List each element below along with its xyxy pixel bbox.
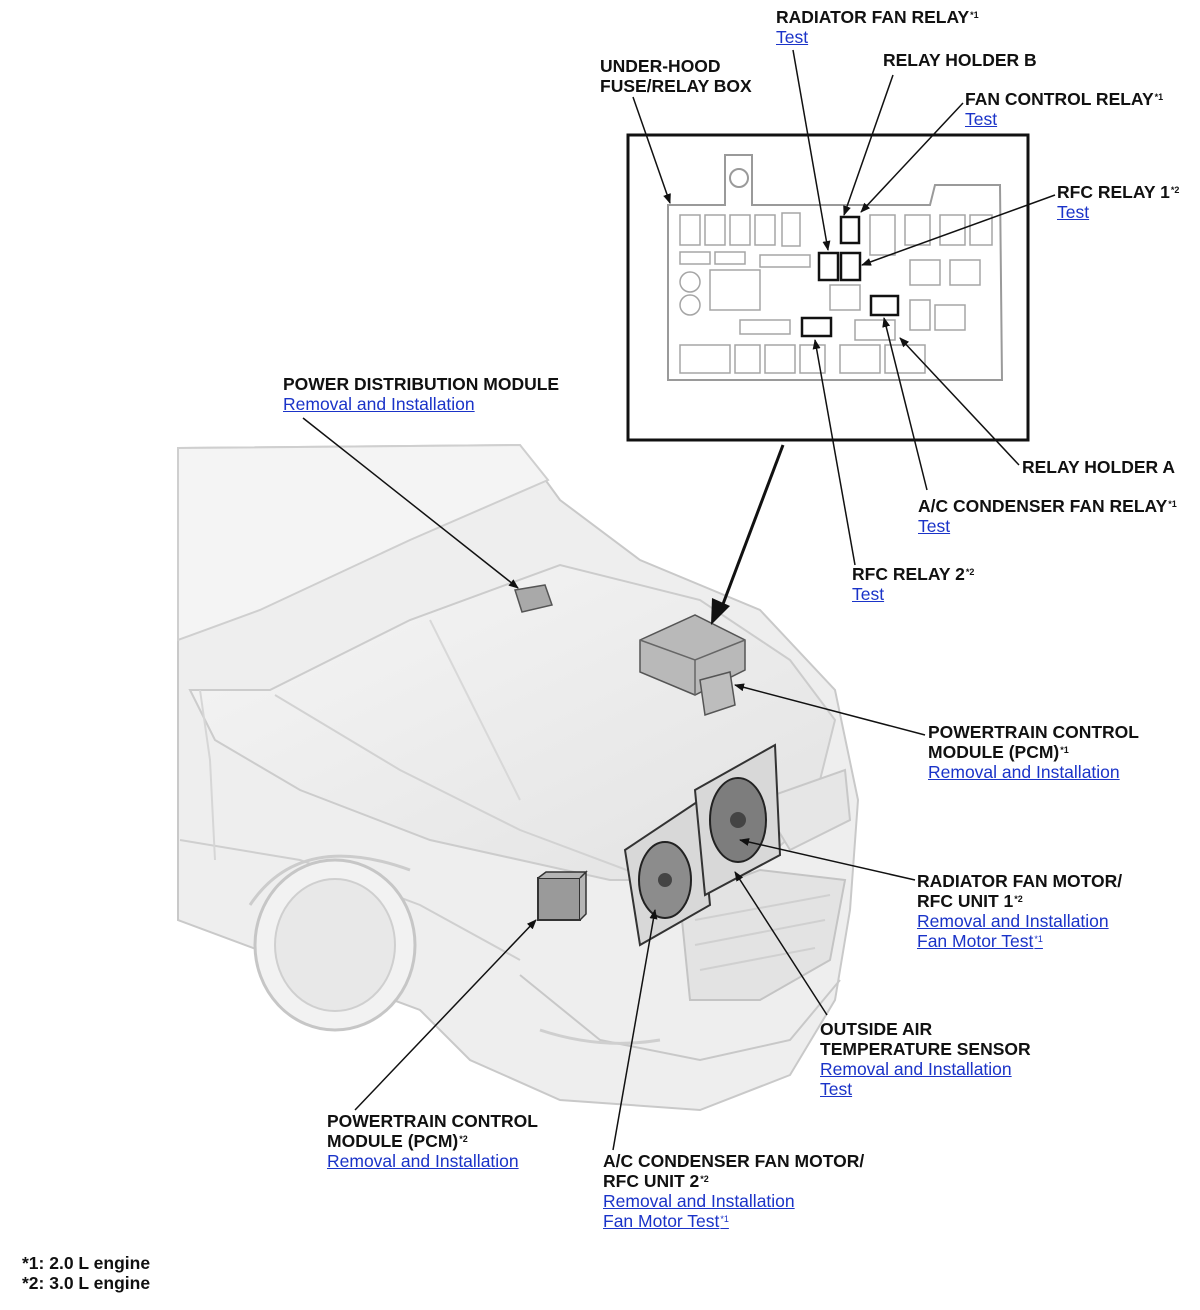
leader-lines bbox=[302, 49, 1056, 1151]
component-pcm-2-on-car bbox=[537, 870, 588, 921]
label-ac-condenser-fan-motor: A/C CONDENSER FAN MOTOR/ RFC UNIT 2*2 Re… bbox=[603, 1151, 865, 1231]
rfc-relay-2-test-link[interactable]: Test bbox=[852, 584, 885, 604]
label-relay-holder-b: RELAY HOLDER B bbox=[883, 50, 1037, 70]
footnote-1: *1: 2.0 L engine bbox=[22, 1253, 151, 1273]
ac-condenser-fan-motor-test-link[interactable]: Fan Motor Test*1 bbox=[603, 1211, 729, 1231]
label-rfc-relay-2: RFC RELAY 2*2 Test bbox=[852, 564, 975, 604]
component-pcm-1-on-car bbox=[699, 671, 736, 716]
power-distribution-module-removal-link[interactable]: Removal and Installation bbox=[283, 394, 475, 414]
pcm-1-removal-link[interactable]: Removal and Installation bbox=[928, 762, 1120, 782]
label-radiator-fan-relay: RADIATOR FAN RELAY*1 Test bbox=[776, 7, 979, 47]
radiator-fan-motor-test-link[interactable]: Fan Motor Test*1 bbox=[917, 931, 1043, 951]
radiator-fan-relay-test-link[interactable]: Test bbox=[776, 27, 809, 47]
label-rfc-relay-1: RFC RELAY 1*2 Test bbox=[1057, 182, 1180, 222]
label-relay-holder-a: RELAY HOLDER A bbox=[1022, 457, 1175, 477]
radiator-fan-motor-removal-link[interactable]: Removal and Installation bbox=[917, 911, 1109, 931]
inset-pointer-line bbox=[718, 444, 785, 613]
component-fan-motors bbox=[623, 743, 782, 947]
pcm-2-removal-link[interactable]: Removal and Installation bbox=[327, 1151, 519, 1171]
footnote-2: *2: 3.0 L engine bbox=[22, 1273, 151, 1293]
relay-box-inset bbox=[626, 133, 1030, 442]
label-fan-control-relay: FAN CONTROL RELAY*1 Test bbox=[965, 89, 1164, 129]
outside-air-temp-sensor-test-link[interactable]: Test bbox=[820, 1079, 853, 1099]
label-power-distribution-module: POWER DISTRIBUTION MODULE Removal and In… bbox=[283, 374, 560, 414]
ac-condenser-fan-relay-test-link[interactable]: Test bbox=[918, 516, 951, 536]
label-radiator-fan-motor: RADIATOR FAN MOTOR/ RFC UNIT 1*2 Removal… bbox=[917, 871, 1123, 951]
label-pcm-2: POWERTRAIN CONTROL MODULE (PCM)*2 Remova… bbox=[327, 1111, 538, 1171]
inset-pointer-arrowhead bbox=[711, 598, 730, 625]
fan-control-relay-test-link[interactable]: Test bbox=[965, 109, 998, 129]
ac-condenser-fan-motor-removal-link[interactable]: Removal and Installation bbox=[603, 1191, 795, 1211]
outside-air-temp-sensor-removal-link[interactable]: Removal and Installation bbox=[820, 1059, 1012, 1079]
label-outside-air-temperature-sensor: OUTSIDE AIR TEMPERATURE SENSOR Removal a… bbox=[820, 1019, 1031, 1099]
component-power-distribution-module bbox=[514, 584, 553, 613]
footnotes: *1: 2.0 L engine *2: 3.0 L engine bbox=[22, 1253, 150, 1293]
rfc-relay-1-test-link[interactable]: Test bbox=[1057, 202, 1090, 222]
label-under-hood-fuse-relay-box: UNDER-HOOD FUSE/RELAY BOX bbox=[600, 56, 752, 96]
label-ac-condenser-fan-relay: A/C CONDENSER FAN RELAY*1 Test bbox=[918, 496, 1177, 536]
label-pcm-1: POWERTRAIN CONTROL MODULE (PCM)*1 Remova… bbox=[928, 722, 1139, 782]
